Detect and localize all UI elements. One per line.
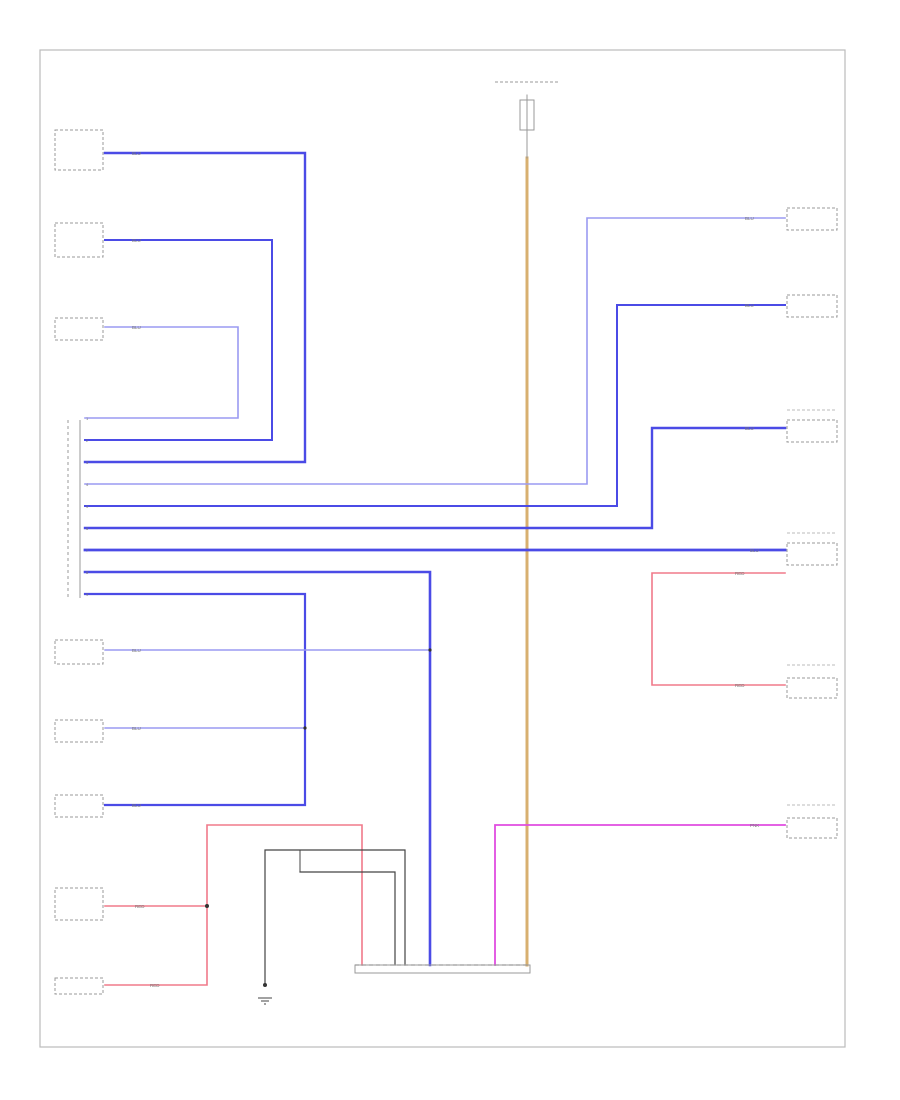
wire-right-red	[651, 572, 786, 686]
wire-tag: PNK	[750, 823, 759, 828]
wire-ac	[84, 239, 273, 441]
wire-tag: RED	[735, 571, 745, 576]
wire-airbag	[84, 326, 239, 419]
module-box-headlamp	[54, 719, 104, 743]
svg-text:2: 2	[86, 438, 89, 443]
module-box-engine	[786, 419, 838, 443]
module-box-body	[786, 294, 838, 318]
svg-text:7: 7	[86, 548, 89, 553]
wire-tag: BLU	[132, 726, 141, 731]
wire-tag: BLU	[750, 548, 759, 553]
right-modules	[786, 207, 838, 839]
wire-at-red	[104, 824, 363, 966]
ground-symbol	[258, 997, 272, 1005]
wire-tag: RED	[735, 683, 745, 688]
module-box-cruise	[786, 207, 838, 231]
svg-text:9: 9	[86, 592, 89, 597]
wire-body-ecu	[84, 304, 786, 507]
wire-tag: BLU	[132, 151, 141, 156]
wire-dlc-blue	[83, 570, 432, 967]
connector-column: 1 2 3 4 5 6 7 8 9	[67, 416, 89, 598]
diagram-frame	[39, 49, 846, 1048]
wire-magenta	[494, 824, 786, 966]
wire-abs	[83, 151, 307, 464]
module-box-at-1	[54, 887, 104, 921]
svg-text:8: 8	[86, 570, 89, 575]
module-box-transmission	[54, 794, 104, 818]
left-modules	[54, 129, 104, 995]
wire-cruise	[84, 217, 786, 485]
wire-at-red-2	[104, 905, 208, 986]
splices	[205, 648, 432, 987]
wire-tag: BLU	[132, 803, 141, 808]
divider-marks	[787, 409, 837, 806]
wire-tag: BLU	[132, 238, 141, 243]
module-box-engine-control	[786, 817, 838, 839]
module-box-meter	[54, 639, 104, 665]
wire-tag: BLU	[132, 648, 141, 653]
module-box-abs	[54, 129, 104, 171]
wire-tag: BLU	[132, 325, 141, 330]
svg-text:6: 6	[86, 526, 89, 531]
wire-tag: RED	[135, 904, 145, 909]
dlc-connector	[354, 964, 531, 974]
module-box-at-2	[54, 977, 104, 995]
wire-tag: BLU	[745, 303, 754, 308]
module-box-eps	[786, 542, 838, 566]
svg-text:5: 5	[86, 504, 89, 509]
module-box-ac	[54, 222, 104, 258]
wire-junction	[299, 871, 396, 966]
top-fuse	[495, 81, 560, 131]
module-box-airbag	[54, 317, 104, 341]
wire-tag: BLU	[745, 216, 754, 221]
wire-tag: BLU	[745, 426, 754, 431]
wires	[83, 94, 787, 986]
wire-ground	[264, 849, 406, 986]
svg-text:4: 4	[86, 482, 89, 487]
svg-text:3: 3	[86, 460, 89, 465]
module-box-electrical	[786, 677, 838, 699]
wire-transmission	[83, 592, 307, 807]
svg-text:1: 1	[86, 416, 89, 421]
wire-tag: RED	[150, 983, 160, 988]
wire-tags: BLU BLU BLU BLU BLU BLU BLU RED RED PNK …	[132, 151, 759, 988]
wire-engine-ecu	[83, 426, 787, 530]
